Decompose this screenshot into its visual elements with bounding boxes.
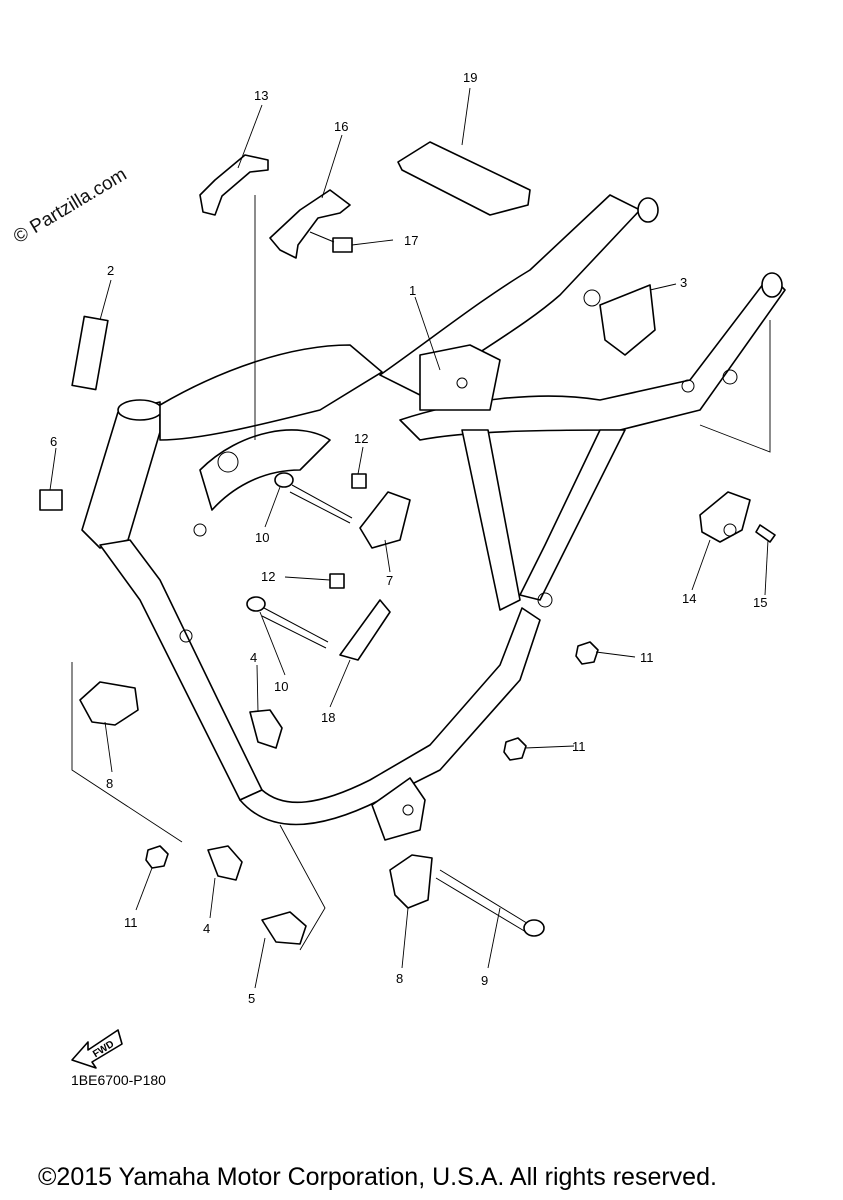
part-7-plate (359, 491, 411, 549)
part-4-clamp-lower (207, 845, 243, 881)
part-19-bag (397, 141, 531, 216)
callout-2: 2 (107, 263, 114, 278)
part-12-bolt-upper (351, 473, 367, 489)
part-18-plate (339, 599, 391, 661)
part-13-bracket (199, 154, 269, 216)
part-10-bolt-lower (246, 596, 329, 649)
callout-8b: 8 (396, 971, 403, 986)
callout-10b: 10 (274, 679, 288, 694)
part-14-block (699, 491, 751, 543)
part-15-bolt (755, 524, 776, 543)
main-frame (81, 194, 786, 841)
callout-16: 16 (334, 119, 348, 134)
part-11-nut-c (145, 845, 169, 869)
copyright-notice: ©2015 Yamaha Motor Corporation, U.S.A. A… (38, 1163, 717, 1191)
callout-labels: 19 13 16 17 2 3 1 6 12 10 12 7 14 15 4 1… (50, 70, 767, 1006)
diagram-code: 1BE6700-P180 (71, 1072, 166, 1088)
leader-lines (49, 87, 771, 989)
part-11-nut-a (575, 641, 599, 665)
part-2-decal (71, 315, 109, 391)
callout-17: 17 (404, 233, 418, 248)
callout-12a: 12 (354, 431, 368, 446)
callout-6: 6 (50, 434, 57, 449)
callout-18: 18 (321, 710, 335, 725)
part-16-bracket (269, 189, 351, 259)
callout-15: 15 (753, 595, 767, 610)
callout-4a: 4 (250, 650, 257, 665)
callout-11a: 11 (640, 650, 654, 665)
part-10-bolt-upper (274, 472, 353, 524)
callout-7: 7 (386, 573, 393, 588)
callout-11b: 11 (572, 739, 586, 754)
callout-1: 1 (409, 283, 416, 298)
part-9-bolt (435, 869, 545, 937)
part-5-clamp (261, 911, 307, 945)
callout-9: 9 (481, 973, 488, 988)
callout-4b: 4 (203, 921, 210, 936)
part-12-bolt-lower (329, 573, 345, 589)
part-4-clamp-upper (249, 709, 283, 749)
callout-14: 14 (682, 591, 696, 606)
part-8-plate-lower (389, 854, 433, 909)
callout-12b: 12 (261, 569, 275, 584)
part-8-plate-left (79, 681, 139, 726)
part-11-nut-b (503, 737, 527, 761)
callout-11c: 11 (124, 915, 138, 930)
part-6-sticker (39, 489, 63, 511)
callout-8a: 8 (106, 776, 113, 791)
fwd-arrow-icon: FWD (71, 1029, 123, 1069)
callout-13: 13 (254, 88, 268, 103)
callout-3: 3 (680, 275, 687, 290)
callout-10a: 10 (255, 530, 269, 545)
callout-19: 19 (463, 70, 477, 85)
part-3-plate (599, 284, 656, 356)
callout-5: 5 (248, 991, 255, 1006)
part-17-bolt (309, 231, 353, 253)
